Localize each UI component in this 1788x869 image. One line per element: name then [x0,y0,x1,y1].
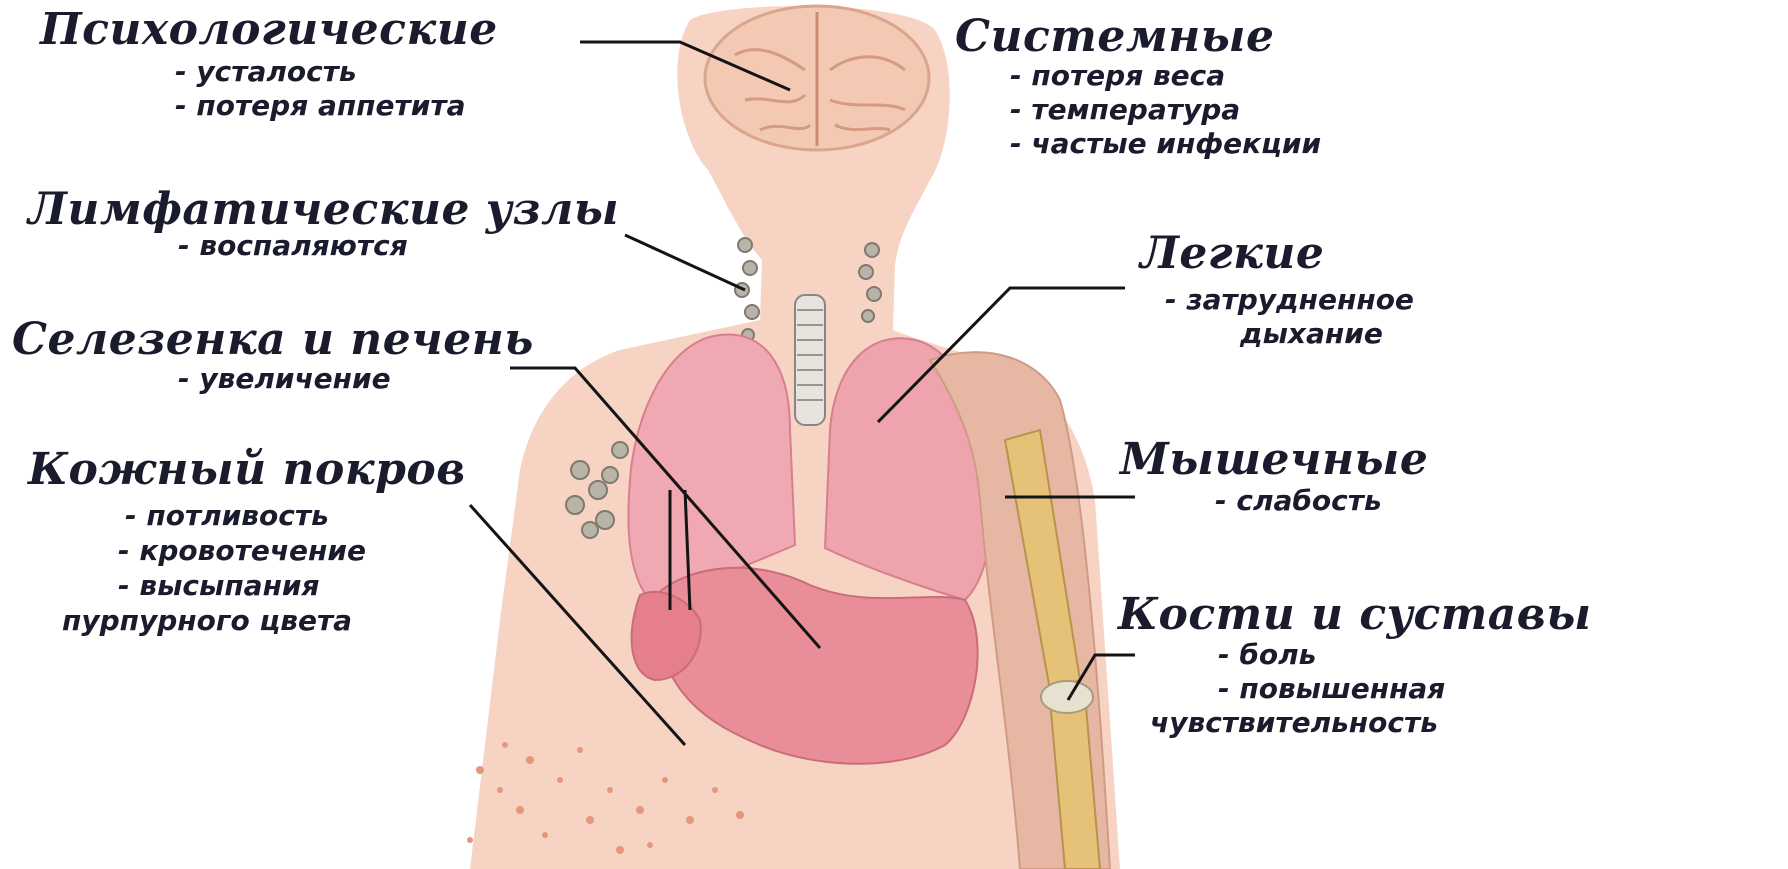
heading-systemic: Системные [955,15,1275,59]
item-weakness: - слабость [1215,487,1382,515]
item-breathing-difficulty: - затрудненное [1165,286,1414,314]
trachea-illustration [795,295,825,425]
heading-psychological: Психологические [40,8,498,52]
item-breathing-difficulty-cont: дыхание [1240,320,1383,348]
item-appetite-loss: - потеря аппетита [175,92,466,120]
item-sensitivity: чувствительность [1150,709,1438,737]
item-increased: - повышенная [1218,675,1445,703]
item-inflamed: - воспаляются [178,232,408,260]
heading-muscular: Мышечные [1120,438,1428,482]
item-pain: - боль [1218,641,1316,669]
item-fatigue: - усталость [175,58,357,86]
item-enlargement: - увеличение [178,365,391,393]
item-bleeding: - кровотечение [118,537,366,565]
brain-illustration [705,6,929,150]
heading-lymph-nodes: Лимфатические узлы [28,188,619,232]
item-sweating: - потливость [125,502,329,530]
item-rash: - высыпания [118,572,320,600]
leader-lymph [625,235,745,290]
item-weight-loss: - потеря веса [1010,62,1225,90]
item-rash-purple: пурпурного цвета [62,607,352,635]
heading-lungs: Легкие [1140,232,1324,276]
heading-bones-joints: Кости и суставы [1118,593,1591,637]
item-frequent-infections: - частые инфекции [1010,130,1321,158]
heading-skin: Кожный покров [28,448,466,492]
heading-spleen-liver: Селезенка и печень [12,318,534,362]
item-fever: - температура [1010,96,1240,124]
